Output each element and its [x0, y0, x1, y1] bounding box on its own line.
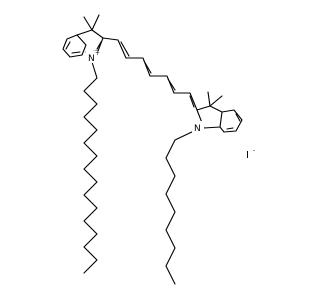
- left-benzene-ring: [62, 34, 87, 58]
- left-alkyl-chain: [83, 61, 98, 274]
- right-nitrogen-label: N: [194, 124, 201, 134]
- counter-ion-label: I: [246, 150, 249, 161]
- polymethine-chain: [102, 37, 198, 111]
- molecule-drawing: N + N I -: [62, 14, 255, 285]
- structure-canvas: N + N I -: [62, 14, 255, 285]
- right-alkyl-chain: [165, 129, 197, 285]
- counter-ion-charge: -: [253, 147, 255, 154]
- left-pyrrole-ring: [76, 14, 104, 53]
- right-benzene-ring: [219, 109, 243, 133]
- left-nitrogen-label: N: [88, 54, 95, 64]
- left-nitrogen-charge: +: [95, 50, 100, 57]
